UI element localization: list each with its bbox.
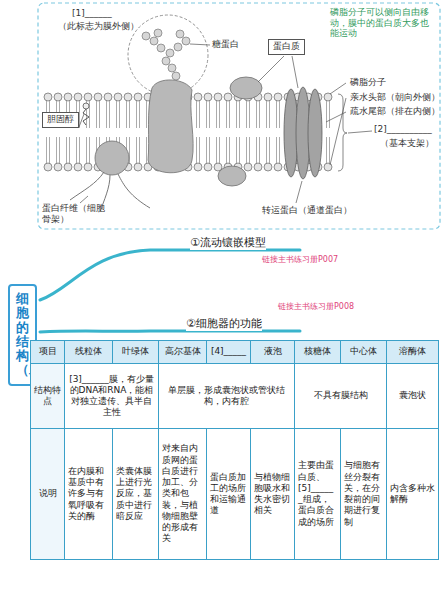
part-label: 亲水头部（朝向外侧）	[350, 92, 440, 103]
cell-text: 在内膜和基质中有许多与有氧呼吸有关的酶	[68, 466, 104, 521]
table-cell: 蛋白质加工的场所和运输通道	[207, 429, 251, 560]
table-cell: 与植物细胞吸水和失水密切相关	[251, 429, 295, 560]
cell-text: 说明	[39, 488, 57, 498]
cell-text: 与细胞有丝分裂有关，在分裂前的间期进行复制	[344, 460, 380, 526]
table-cell: 液泡	[251, 341, 295, 364]
cell-text: 叶绿体	[122, 346, 149, 356]
part-label: 疏水尾部（排在内侧）	[350, 106, 440, 117]
callout-blank: [2]__________	[374, 124, 432, 135]
cell-text: 核糖体	[304, 346, 331, 356]
cell-text: 结构特点	[34, 385, 61, 406]
table-cell: 中心体	[341, 341, 387, 364]
part-label: 蛋白纤维（细胞骨架）	[42, 203, 106, 224]
section-heading: ②细胞器的功能	[186, 317, 262, 331]
table-cell: 在内膜和基质中有许多与有氧呼吸有关的酶	[65, 429, 113, 560]
table-cell: [3]______膜，有少量的DNA和RNA，能相对独立遗传、具半自主性	[65, 364, 159, 429]
table-row: 项目 线粒体 叶绿体 高尔基体 [4]_____ 液泡 核糖体 中心体 溶酶体	[31, 341, 439, 364]
table-cell: 囊泡状	[387, 364, 439, 429]
part-label: 磷脂分子	[350, 77, 386, 88]
node-text: 蛋白质	[273, 41, 300, 51]
cell-text: 高尔基体	[165, 346, 201, 356]
cell-text: 囊泡状	[399, 390, 426, 400]
note: （基本支架）	[380, 138, 434, 149]
peripheral-protein	[230, 77, 262, 99]
table-cell: 单层膜，形成囊泡状或管状结构，内有腔	[159, 364, 295, 429]
table-cell: 主要由蛋白质、[5]______组成，蛋白质合成的场所	[295, 429, 341, 560]
part-label: 转运蛋白（通道蛋白）	[262, 205, 352, 216]
callout-blank: [1]______	[72, 8, 112, 19]
table-cell: 内含多种水解酶	[387, 429, 439, 560]
table-cell: 不具有膜结构	[295, 364, 387, 429]
cell-text: [4]_____	[211, 346, 246, 356]
sugar-chain	[142, 29, 190, 80]
table-cell: 结构特点	[31, 364, 65, 429]
note: （此标志为膜外侧）	[58, 21, 139, 32]
leader-lines	[79, 44, 372, 203]
node-text: 胆固醇	[47, 114, 74, 124]
organelle-table: 项目 线粒体 叶绿体 高尔基体 [4]_____ 液泡 核糖体 中心体 溶酶体结构特点 [3]__…	[30, 340, 439, 560]
table-cell: 溶酶体	[387, 341, 439, 364]
note: 磷脂分子可以侧向自由移动，膜中的蛋白质大多也能运动	[330, 7, 436, 39]
cell-text: 线粒体	[75, 346, 102, 356]
table-row: 结构特点 [3]______膜，有少量的DNA和RNA，能相对独立遗传、具半自主性…	[31, 364, 439, 429]
cholesterol-box: 胆固醇	[42, 112, 79, 128]
cell-text: 不具有膜结构	[314, 390, 368, 400]
cell-text: 单层膜，形成囊泡状或管状结构，内有腔	[168, 385, 285, 406]
table-row: 说明 在内膜和基质中有许多与有氧呼吸有关的酶类囊体膜上进行光反应，基质中进行暗反应…	[31, 429, 439, 560]
cell-text: 类囊体膜上进行光反应，基质中进行暗反应	[116, 466, 152, 521]
channel-protein	[284, 87, 322, 179]
dashed-frame	[38, 3, 440, 229]
node-text: 细胞的结构（二）	[16, 292, 29, 378]
table-cell: 说明	[31, 429, 65, 560]
table-cell: 核糖体	[295, 341, 341, 364]
cell-text: 中心体	[350, 346, 377, 356]
cell-text: 项目	[39, 346, 57, 356]
mindmap-branches	[40, 250, 300, 332]
table-cell: 叶绿体	[113, 341, 159, 364]
table-cell: 高尔基体	[159, 341, 207, 364]
table-cell: 线粒体	[65, 341, 113, 364]
peripheral-protein	[218, 166, 246, 186]
cell-text: 溶酶体	[399, 346, 426, 356]
cross-reference: 链接主书练习册P008	[278, 302, 354, 312]
cell-text: 主要由蛋白质、[5]______组成，蛋白质合成的场所	[298, 460, 334, 526]
section-heading: ①流动镶嵌模型	[190, 236, 266, 250]
cell-text: [3]______膜，有少量的DNA和RNA，能相对独立遗传、具半自主性	[69, 374, 154, 418]
table-cell: 对来自内质网的蛋白质进行加工、分类和包装，与植物细胞壁的形成有关	[159, 429, 207, 560]
table-cell: 项目	[31, 341, 65, 364]
cell-text: 液泡	[264, 346, 282, 356]
table-cell: 类囊体膜上进行光反应，基质中进行暗反应	[113, 429, 159, 560]
part-label: 糖蛋白	[212, 39, 239, 50]
cross-reference: 链接主书练习册P007	[262, 255, 338, 265]
cell-text: 对来自内质网的蛋白质进行加工、分类和包装，与植物细胞壁的形成有关	[162, 443, 198, 543]
cell-text: 与植物细胞吸水和失水密切相关	[254, 472, 290, 516]
table-cell: 与细胞有丝分裂有关，在分裂前的间期进行复制	[341, 429, 387, 560]
table-cell: [4]_____	[207, 341, 251, 364]
cell-text: 蛋白质加工的场所和运输通道	[210, 472, 246, 516]
embedded-protein	[95, 141, 129, 175]
integral-protein	[148, 80, 193, 173]
protein-box: 蛋白质	[268, 39, 305, 55]
cell-text: 内含多种水解酶	[390, 483, 435, 504]
